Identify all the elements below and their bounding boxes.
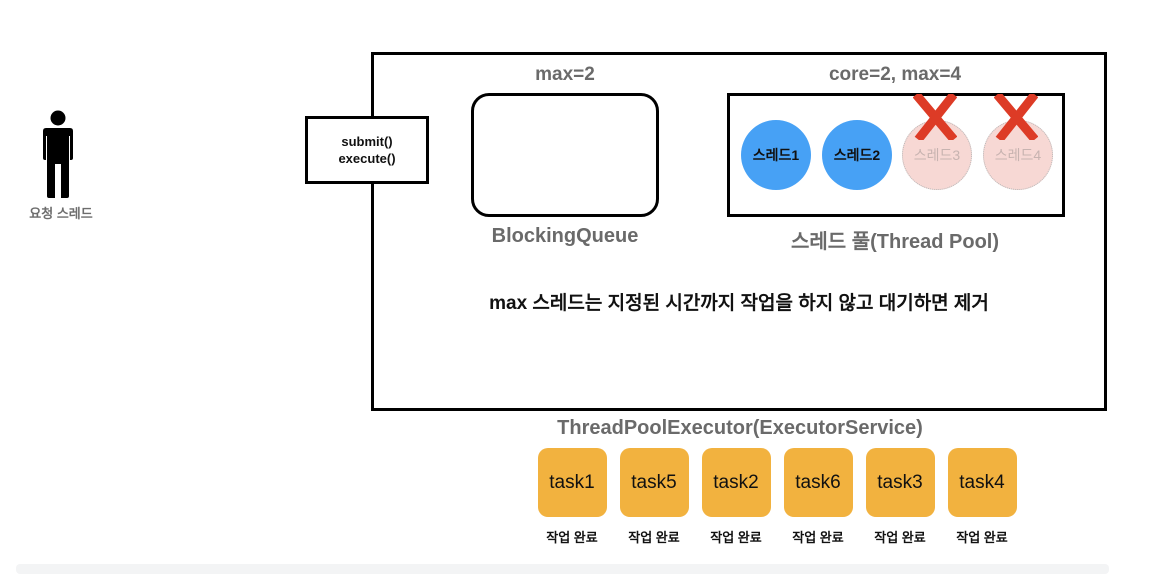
task-box: task1 xyxy=(537,448,607,517)
task-item: task3 작업 완료 xyxy=(865,448,935,546)
thread-label: 스레드2 xyxy=(833,147,881,163)
task-box: task2 xyxy=(701,448,771,517)
thread-label: 스레드4 xyxy=(994,147,1042,163)
x-mark-icon xyxy=(913,94,957,140)
task-box: task6 xyxy=(783,448,853,517)
task-item: task5 작업 완료 xyxy=(619,448,689,546)
task-item: task2 작업 완료 xyxy=(701,448,771,546)
bottom-panel xyxy=(16,564,1109,574)
removal-note: max 스레드는 지정된 시간까지 작업을 하지 않고 대기하면 제거 xyxy=(489,293,989,314)
x-mark-icon xyxy=(994,94,1038,140)
pool-capacity: core=2, max=4 xyxy=(828,64,962,85)
task-status: 작업 완료 xyxy=(546,530,598,545)
person-icon xyxy=(43,110,73,198)
task-status: 작업 완료 xyxy=(874,530,926,545)
submit-label: submit() xyxy=(341,134,393,149)
submit-execute-box: submit() execute() xyxy=(305,116,429,184)
queue-capacity: max=2 xyxy=(535,64,595,85)
task-box: task4 xyxy=(947,448,1017,517)
executor-label: ThreadPoolExecutor(ExecutorService) xyxy=(557,417,923,439)
task-box: task3 xyxy=(865,448,935,517)
task-item: task4 작업 완료 xyxy=(947,448,1017,546)
task-list: task1 작업 완료 task5 작업 완료 task2 작업 완료 task… xyxy=(537,448,1017,546)
thread-label: 스레드1 xyxy=(752,147,800,163)
task-status: 작업 완료 xyxy=(710,530,762,545)
execute-label: execute() xyxy=(338,151,396,166)
thread-3: 스레드3 xyxy=(902,120,972,190)
task-status: 작업 완료 xyxy=(956,530,1008,545)
actor-label: 요청 스레드 xyxy=(29,206,93,221)
task-status: 작업 완료 xyxy=(792,530,844,545)
blocking-queue xyxy=(471,93,659,217)
thread-label: 스레드3 xyxy=(913,147,961,163)
blocking-queue-label: BlockingQueue xyxy=(491,225,639,247)
executor-container xyxy=(371,52,1107,411)
thread-1: 스레드1 xyxy=(741,120,811,190)
task-item: task6 작업 완료 xyxy=(783,448,853,546)
task-box: task5 xyxy=(619,448,689,517)
thread-pool-label: 스레드 풀(Thread Pool) xyxy=(790,231,1000,253)
task-status: 작업 완료 xyxy=(628,530,680,545)
thread-4: 스레드4 xyxy=(983,120,1053,190)
thread-2: 스레드2 xyxy=(822,120,892,190)
task-item: task1 작업 완료 xyxy=(537,448,607,546)
